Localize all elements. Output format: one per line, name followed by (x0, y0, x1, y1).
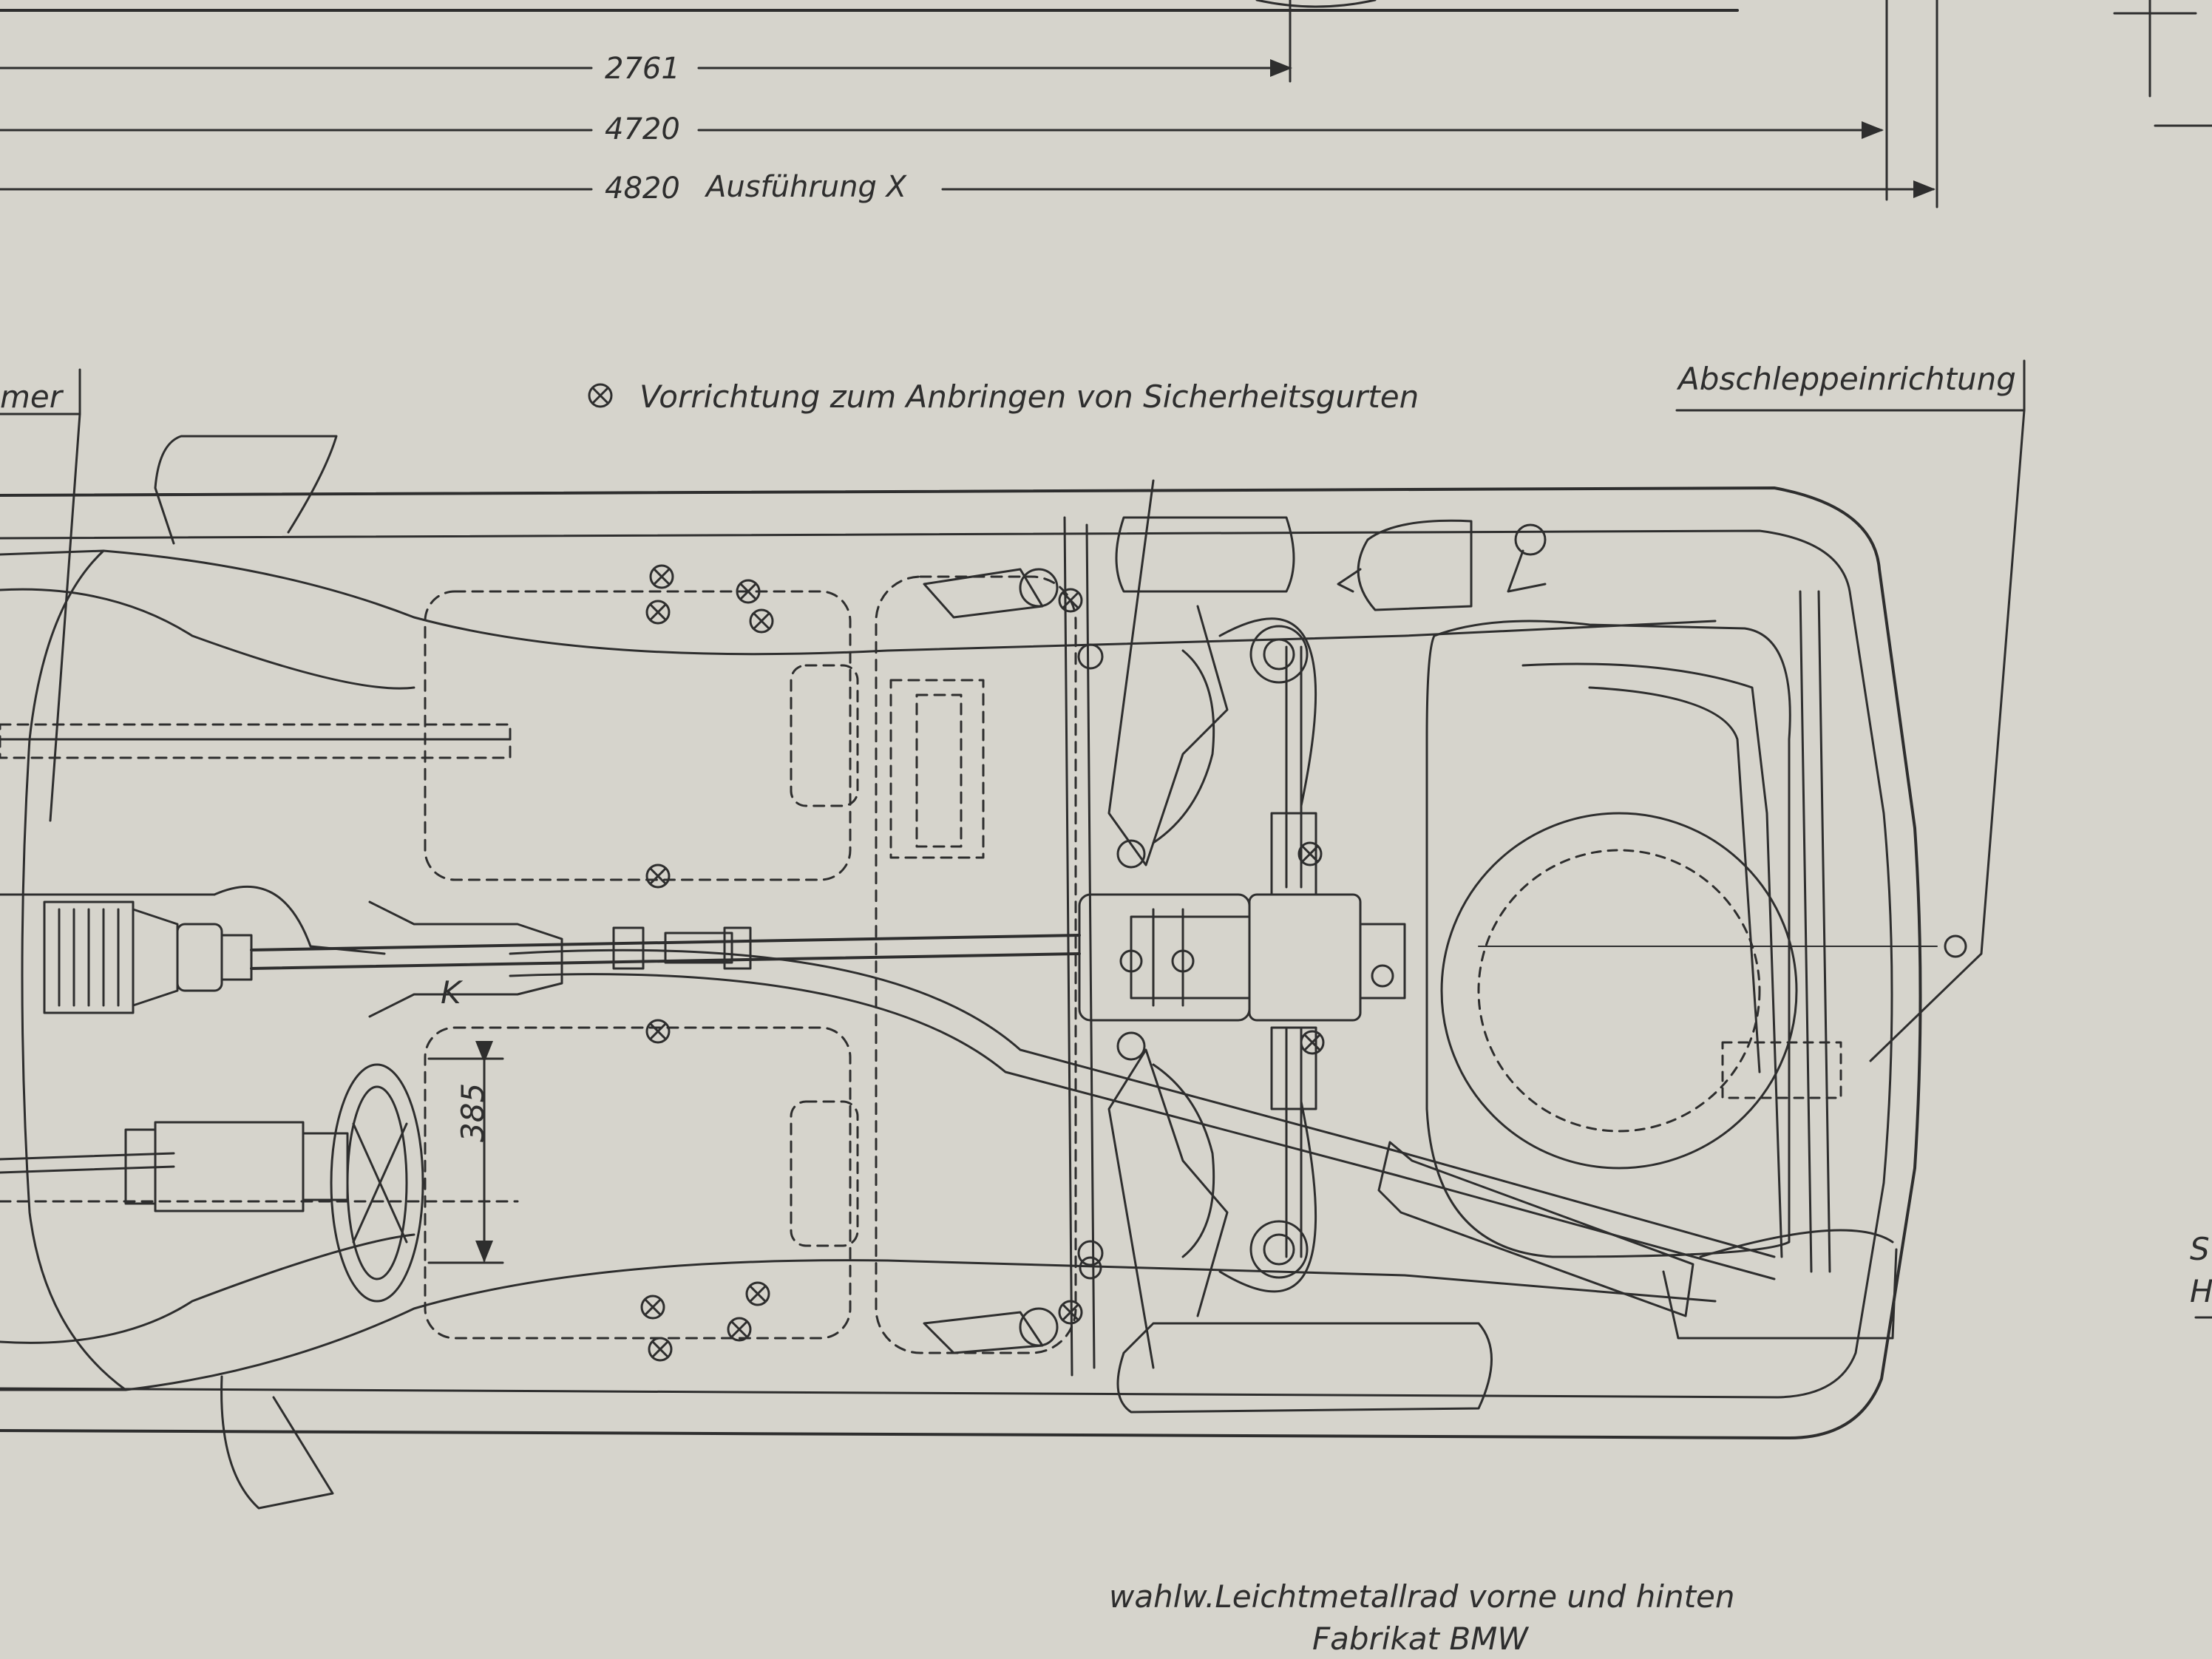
circle-x-icon (588, 383, 613, 408)
circle-x-icon (645, 600, 671, 625)
k-mark: K (441, 974, 461, 1011)
seatbelt-legend: Vorrichtung zum Anbringen von Sicherheit… (639, 379, 1419, 415)
circle-x-icon (648, 1337, 673, 1362)
dimension-wheelbase: 2761 (605, 52, 680, 86)
dimension-lines (0, 0, 2212, 208)
rear-components (1115, 516, 1842, 1414)
circle-x-icon (1300, 1030, 1325, 1055)
seatbelt-anchor-points (588, 383, 1325, 1362)
circle-x-icon (749, 608, 774, 634)
towing-label: Abschleppeinrichtung (1678, 361, 2016, 397)
seat-outlines (0, 575, 1077, 1354)
dimension-length: 4720 (605, 112, 680, 146)
engine-gearbox (43, 900, 253, 1014)
steering-wheel (0, 1041, 519, 1303)
seat-dimension: 385 (455, 1082, 491, 1142)
leader-lines (0, 359, 2212, 1319)
dimension-variant-label: Ausführung X (706, 170, 906, 204)
rear-axle (923, 479, 1406, 1377)
circle-x-icon (745, 1281, 770, 1306)
fasteners (1077, 643, 1394, 1280)
circle-x-icon (645, 864, 671, 889)
circle-x-icon (640, 1295, 665, 1320)
circle-x-icon (645, 1019, 671, 1044)
circle-x-icon (1058, 588, 1083, 613)
right-cut-label-2: H (2190, 1273, 2212, 1309)
wheel-note-line-1: wahlw.Leichtmetallrad vorne und hinten (1109, 1578, 1735, 1615)
left-cut-label: mer (0, 379, 63, 415)
circle-x-icon (727, 1317, 752, 1342)
body-outline (0, 435, 1922, 1510)
dimension-length-variant: 4820 (605, 172, 680, 206)
circle-x-icon (649, 564, 674, 589)
right-cut-label-1: S (2190, 1231, 2210, 1267)
drivetrain (250, 900, 1898, 1340)
wheel-note-line-2: Fabrikat BMW (1312, 1621, 1528, 1657)
